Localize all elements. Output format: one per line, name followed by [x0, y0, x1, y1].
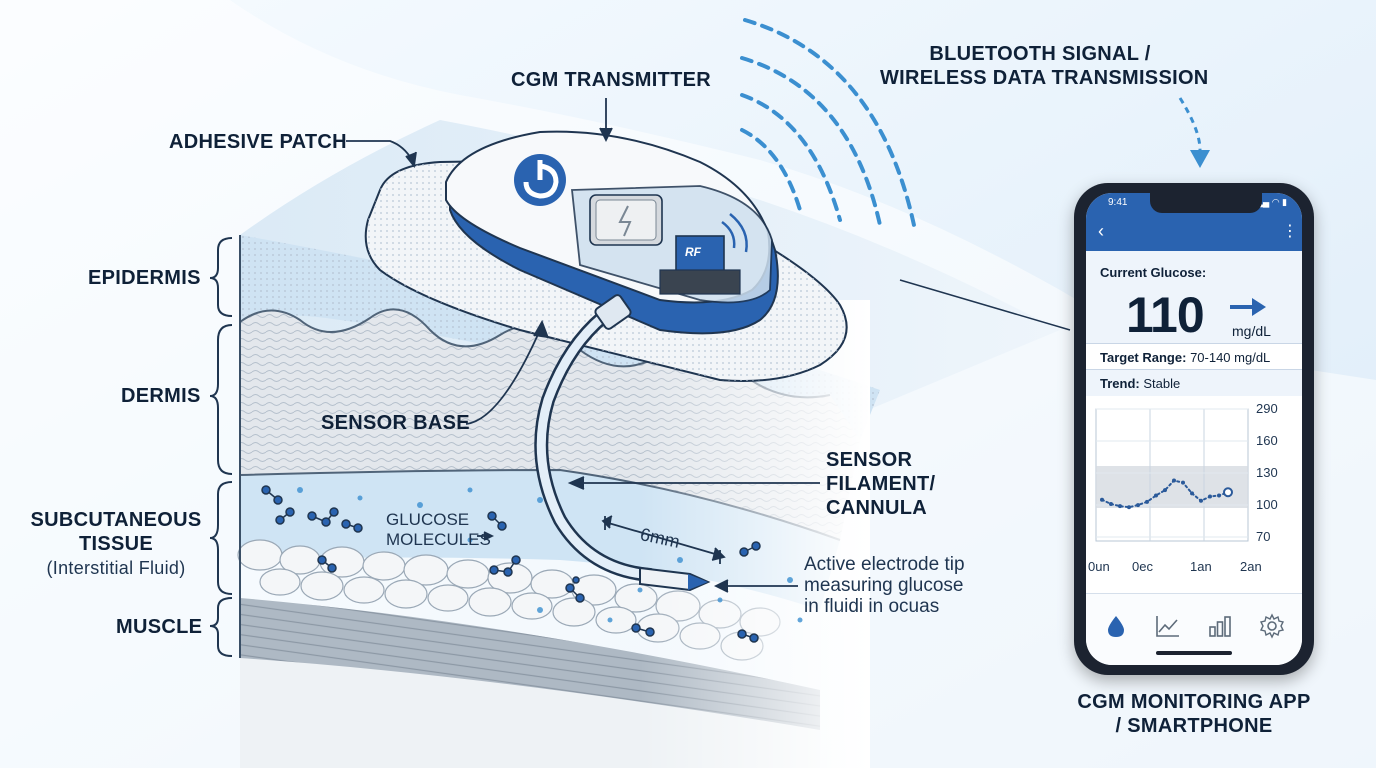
glucose-molecules-label: GLUCOSE MOLECULES [386, 510, 491, 550]
series-point [1154, 493, 1158, 498]
muscle-label: MUSCLE [116, 616, 203, 638]
x-tick-label: 2an [1240, 559, 1262, 574]
y-tick-label: 130 [1256, 465, 1278, 480]
series-point [1163, 488, 1167, 493]
bar-chart-icon[interactable] [1206, 612, 1234, 640]
x-tick-label: 0un [1088, 559, 1110, 574]
y-tick-label: 160 [1256, 433, 1278, 448]
subcutaneous-label-line1: SUBCUTANEOUS [30, 509, 202, 531]
sensor-filament-label: SENSOR FILAMENT/ CANNULA [826, 448, 935, 520]
glucose-molecules [261, 485, 761, 643]
electrode-tip [639, 566, 711, 592]
glucose-label-line1: GLUCOSE [386, 510, 470, 529]
target-range-value: 70-140 mg/dL [1190, 350, 1271, 365]
x-tick-label: 0ec [1132, 559, 1153, 574]
glucose-label-line2: MOLECULES [386, 530, 491, 549]
series-point [1172, 478, 1176, 483]
phone-notch [1150, 193, 1262, 213]
glucose-value: 110 [1126, 287, 1205, 343]
x-tick-label: 1an [1190, 559, 1212, 574]
arrow-right-icon [1230, 298, 1266, 316]
series-point [1136, 503, 1140, 508]
glucose-unit: mg/dL [1232, 323, 1271, 339]
bluetooth-arrow-icon [1190, 150, 1210, 168]
target-range-label: Target Range: [1100, 350, 1187, 365]
series-point [1100, 497, 1104, 502]
more-vertical-icon[interactable]: ⋮ [1282, 223, 1298, 240]
series-point [1145, 499, 1149, 504]
bluetooth-waves [740, 18, 917, 232]
cgm-transmitter [445, 130, 779, 335]
series-point [1181, 480, 1185, 485]
y-tick-label: 290 [1256, 403, 1278, 416]
trend-label: Trend: [1100, 376, 1140, 391]
series-point [1208, 494, 1212, 499]
bluetooth-label-line1: BLUETOOTH SIGNAL / [929, 43, 1151, 65]
line-chart-icon[interactable] [1154, 612, 1182, 640]
y-tick-label: 100 [1256, 497, 1278, 512]
glucose-trend-chart: 290 160 130 100 70 0un 0ec 1an 2an [1088, 403, 1278, 574]
sensor-filament-label-line2: FILAMENT/ [826, 473, 936, 495]
app-label: CGM MONITORING APP / SMARTPHONE [1060, 690, 1328, 738]
electrode-line3: in fluidi in ocuas [804, 596, 940, 617]
layer-brackets [209, 237, 233, 657]
status-time: 9:41 [1108, 197, 1128, 208]
current-reading-point [1223, 487, 1233, 498]
sensor-filament-label-line3: CANNULA [826, 497, 927, 519]
dermis-label: DERMIS [121, 385, 201, 407]
gear-icon[interactable] [1258, 612, 1286, 640]
chip-label: RF [685, 245, 701, 259]
drop-icon[interactable] [1102, 612, 1130, 640]
trend-row: Trend: Stable [1086, 369, 1302, 396]
trend-value: Stable [1143, 376, 1181, 391]
electrode-line1: Active electrode tip [804, 554, 965, 575]
bluetooth-label: BLUETOOTH SIGNAL / WIRELESS DATA TRANSMI… [880, 42, 1209, 90]
adhesive-patch-label: ADHESIVE PATCH [169, 131, 347, 153]
transmitter-label: CGM TRANSMITTER [511, 69, 712, 91]
series-point [1127, 505, 1131, 510]
subcutaneous-note: (Interstitial Fluid) [46, 558, 186, 578]
glucose-series-line [1101, 479, 1229, 509]
bluetooth-label-line2: WIRELESS DATA TRANSMISSION [880, 67, 1209, 89]
fluid-dots [297, 487, 803, 623]
app-label-line1: CGM MONITORING APP [1077, 691, 1311, 713]
series-point [1199, 498, 1203, 503]
series-point [1217, 493, 1221, 498]
home-indicator [1156, 651, 1232, 655]
sensor-filament-label-line1: SENSOR [826, 449, 913, 471]
app-label-line2: / SMARTPHONE [1115, 715, 1273, 737]
leader-lines [346, 98, 820, 593]
target-range-band [1096, 466, 1248, 508]
electrode-description: Active electrode tip measuring glucose i… [804, 554, 965, 617]
series-point [1118, 504, 1122, 509]
status-icons: ▂▄ ◠ ▮ [1256, 197, 1288, 207]
phone-screen: 9:41 ▂▄ ◠ ▮ ‹ ⋮ Current Glucose: 110 mg/… [1086, 193, 1302, 665]
subcutaneous-label-line2: TISSUE [78, 533, 154, 555]
current-glucose-label: Current Glucose: [1100, 265, 1207, 280]
sensor-base-label: SENSOR BASE [321, 412, 470, 434]
subcutaneous-label: SUBCUTANEOUS TISSUE (Interstitial Fluid) [28, 508, 204, 580]
target-range-row: Target Range: 70-140 mg/dL [1086, 343, 1302, 370]
chevron-left-icon[interactable]: ‹ [1098, 221, 1104, 241]
glucose-card [1086, 251, 1302, 343]
series-point [1190, 491, 1194, 496]
series-point [1109, 502, 1113, 506]
y-tick-label: 70 [1256, 529, 1270, 544]
electrode-line2: measuring glucose [804, 575, 964, 596]
epidermis-label: EPIDERMIS [88, 267, 201, 289]
smartphone: 9:41 ▂▄ ◠ ▮ ‹ ⋮ Current Glucose: 110 mg/… [1074, 183, 1314, 675]
